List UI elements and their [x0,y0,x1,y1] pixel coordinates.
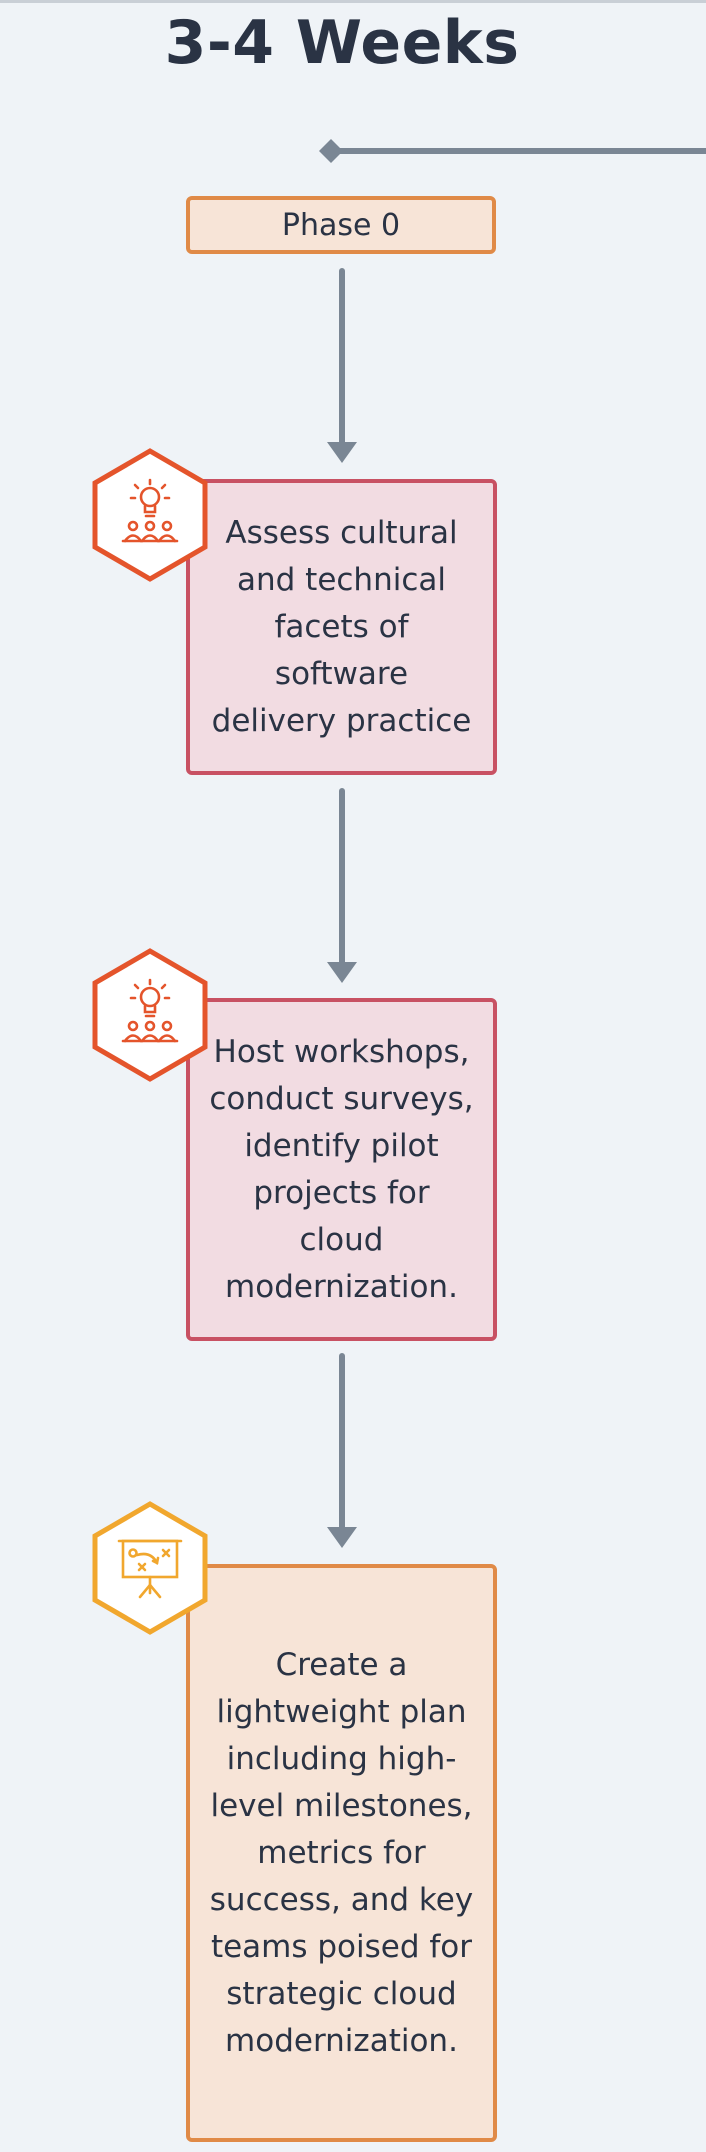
step-box-workshops: Host workshops, conduct surveys, identif… [186,998,497,1341]
page-title: 3-4 Weeks [164,8,520,78]
step-box-assess: Assess cultural and technical facets of … [186,479,497,775]
strategy-board-icon [92,1501,208,1635]
idea-team-icon [92,948,208,1082]
step-text: Assess cultural and technical facets of … [211,514,472,739]
flow-arrow [327,268,357,463]
step-box-plan: Create a lightweight plan including high… [186,1564,497,2142]
phase-label: Phase 0 [186,196,496,254]
top-divider [0,0,706,3]
flow-arrow [327,788,357,983]
timeline-connector [319,139,706,163]
idea-team-icon [92,448,208,582]
flow-arrow [327,1353,357,1548]
step-text: Create a lightweight plan including high… [209,1646,474,2059]
step-text: Host workshops, conduct surveys, identif… [209,1033,474,1305]
